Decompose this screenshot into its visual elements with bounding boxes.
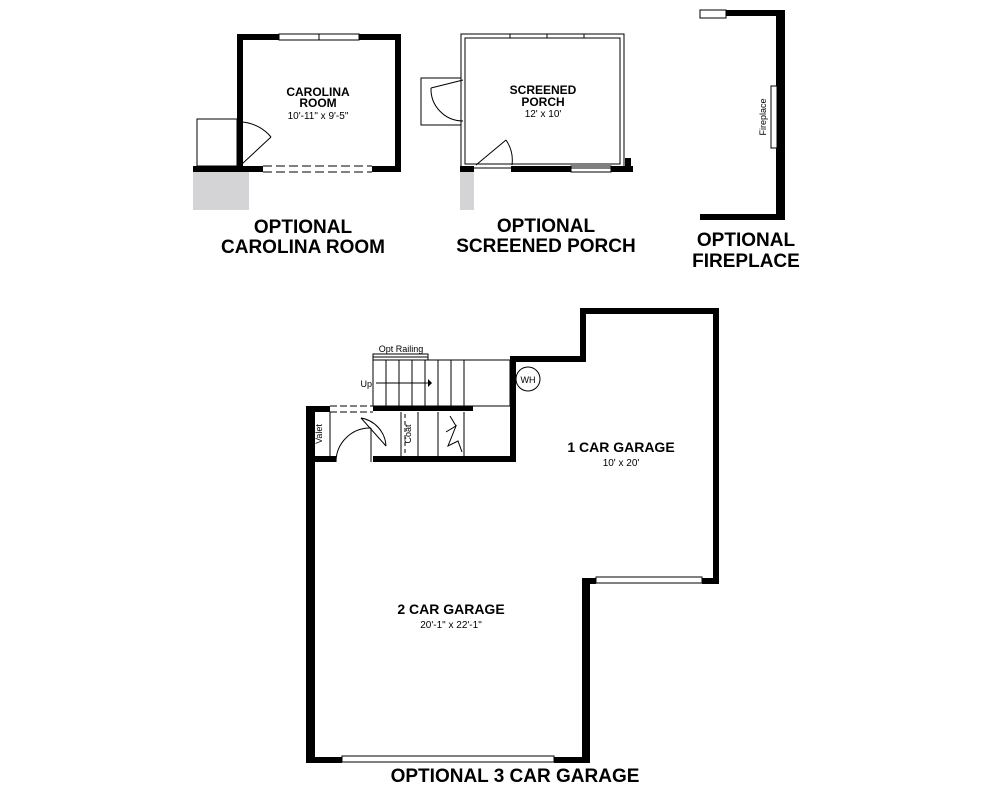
porch-wall-bottom-mid bbox=[511, 166, 571, 172]
carolina-room-dims: 10'-11" x 9'-5" bbox=[288, 111, 349, 122]
porch-room-dims: 12' x 10' bbox=[525, 109, 562, 120]
garage-wall-step-vertical bbox=[582, 578, 590, 763]
porch-bottom-window bbox=[570, 165, 612, 173]
porch-wall-bottom-right bbox=[611, 166, 633, 172]
carolina-room-name-2: ROOM bbox=[299, 96, 336, 110]
garage-wall-step-horizontal bbox=[582, 578, 596, 584]
carolina-wall-top-left bbox=[237, 34, 279, 40]
screened-porch-plan: SCREENED PORCH 12' x 10' OPTIONAL SCREEN… bbox=[420, 33, 636, 257]
porch-side-door-swing bbox=[430, 79, 464, 122]
porch-wall-bottom-left bbox=[460, 166, 474, 172]
coat-label: Coat bbox=[403, 424, 413, 444]
garage-entry-door-swing bbox=[335, 417, 387, 463]
garage-wall-inner-bottom-left bbox=[306, 456, 336, 462]
garage-wall-bottom-left bbox=[306, 757, 342, 763]
water-heater-label: WH bbox=[521, 375, 536, 385]
one-car-garage-dims: 10' x 20' bbox=[603, 458, 640, 469]
garage-wall-top bbox=[580, 308, 719, 314]
porch-side-landing bbox=[420, 77, 462, 126]
carolina-title-1: OPTIONAL bbox=[254, 217, 353, 238]
stairs bbox=[372, 353, 511, 456]
porch-title-1: OPTIONAL bbox=[497, 216, 596, 237]
carolina-wall-top-right bbox=[359, 34, 401, 40]
carolina-room-name-1: CAROLINA bbox=[286, 85, 350, 99]
stair-up-label: Up bbox=[360, 379, 372, 389]
opt-railing-label: Opt Railing bbox=[379, 344, 424, 354]
garage-wall-front-right bbox=[702, 578, 719, 584]
fireplace-window bbox=[699, 9, 727, 19]
fireplace-title-1: OPTIONAL bbox=[697, 230, 796, 251]
porch-front-door-swing bbox=[475, 139, 513, 166]
fireplace-label: Fireplace bbox=[758, 98, 768, 135]
garage-wall-mid-top bbox=[373, 406, 473, 411]
valet-label: Valet bbox=[314, 424, 324, 444]
porch-wall-right-stub bbox=[625, 158, 631, 172]
carolina-wall-right bbox=[395, 34, 401, 172]
one-car-garage-door bbox=[595, 576, 703, 584]
two-car-garage-dims: 20'-1" x 22'-1" bbox=[420, 620, 482, 631]
fireplace-wall-top bbox=[726, 10, 782, 16]
carolina-room-plan: CAROLINA ROOM 10'-11" x 9'-5" OPTIONAL C… bbox=[193, 33, 401, 258]
garage-wall-valet-top bbox=[306, 406, 330, 412]
carolina-wall-bottom-right bbox=[372, 166, 401, 172]
carolina-wall-left bbox=[237, 34, 243, 172]
fireplace-plan: Fireplace OPTIONAL FIREPLACE bbox=[692, 9, 800, 272]
garage-wall-inner-bottom bbox=[373, 456, 516, 462]
porch-title-2: SCREENED PORCH bbox=[456, 236, 635, 257]
garage-wall-jog-horizontal bbox=[510, 356, 586, 362]
porch-stoop bbox=[460, 172, 474, 210]
garage-plan: Opt Railing Up Valet Coat WH 1 CAR GARAG… bbox=[306, 308, 719, 787]
coat-closet: Coat bbox=[400, 412, 419, 456]
garage-wall-right bbox=[713, 308, 719, 584]
two-car-garage-name: 2 CAR GARAGE bbox=[397, 601, 504, 617]
water-heater: WH bbox=[515, 366, 541, 392]
fireplace-title-2: FIREPLACE bbox=[692, 251, 800, 272]
garage-wall-inner-vertical bbox=[510, 356, 516, 462]
one-car-garage-name: 1 CAR GARAGE bbox=[567, 439, 674, 455]
garage-wall-left bbox=[306, 406, 315, 763]
fireplace-wall-right bbox=[776, 10, 785, 220]
carolina-title-2: CAROLINA ROOM bbox=[221, 237, 385, 258]
carolina-wall-bottom-left bbox=[193, 166, 263, 172]
carolina-door-swing bbox=[241, 121, 272, 165]
stair-up-arrow bbox=[376, 379, 432, 387]
porch-room-name-1: SCREENED bbox=[510, 83, 577, 97]
valet-closet: Valet bbox=[314, 412, 331, 456]
garage-wall-bottom-right bbox=[554, 757, 590, 763]
carolina-door-landing bbox=[196, 118, 238, 167]
fireplace-unit bbox=[770, 85, 778, 149]
two-car-garage-door bbox=[341, 755, 555, 763]
carolina-stoop bbox=[193, 172, 249, 210]
porch-room-name-2: PORCH bbox=[521, 95, 564, 109]
garage-caption: OPTIONAL 3 CAR GARAGE bbox=[391, 766, 640, 787]
garage-wall-jog-vertical bbox=[580, 308, 586, 362]
fireplace-wall-bottom bbox=[700, 214, 785, 220]
